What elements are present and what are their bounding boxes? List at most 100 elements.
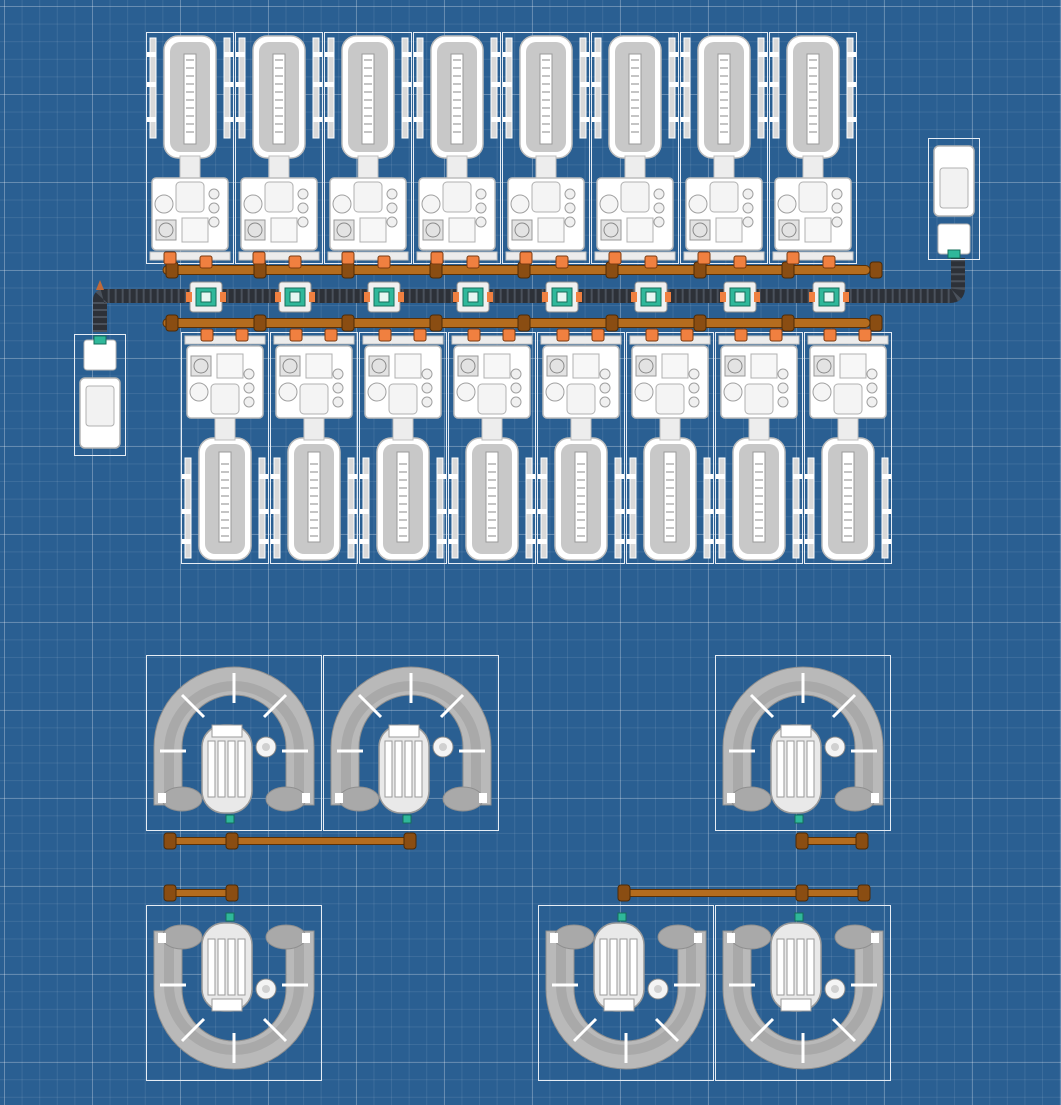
silo-port[interactable] [225,814,235,824]
pipe-connector[interactable] [324,328,338,342]
pipe-connector[interactable] [555,255,569,269]
pipe-connector[interactable] [769,328,783,342]
top-refinery-1[interactable] [146,32,234,264]
pipe-joint[interactable] [225,884,239,902]
pipe-connector[interactable] [235,328,249,342]
conveyor-valve-6[interactable] [631,281,671,313]
pipe-connector[interactable] [734,328,748,342]
conveyor-valve-2[interactable] [275,281,315,313]
bottom-refinery-2[interactable] [270,332,358,564]
pipe-joint[interactable] [165,314,179,332]
pump-outlet[interactable] [947,249,961,259]
pipe-joint[interactable] [225,832,239,850]
pipe-connector[interactable] [823,328,837,342]
bottom-refinery-3[interactable] [359,332,447,564]
pipe-joint[interactable] [605,314,619,332]
upper-copper-manifold[interactable] [162,251,883,279]
pipe-joint[interactable] [795,832,809,850]
pipe-joint[interactable] [869,261,883,279]
pipe-connector[interactable] [502,328,516,342]
pipe-connector[interactable] [608,251,622,265]
silo-1[interactable] [146,655,322,831]
pipe-joint[interactable] [163,832,177,850]
pipe-connector[interactable] [858,328,872,342]
pipe-connector[interactable] [377,255,391,269]
silo-pipe-lower-right[interactable] [617,884,871,902]
top-refinery-6[interactable] [591,32,679,264]
silo-pipe-upper-right[interactable] [795,832,869,850]
pump-outlet[interactable] [93,335,107,345]
silo-5[interactable] [538,905,714,1081]
conveyor-valve-3[interactable] [364,281,404,313]
silo-pipe-lower-left[interactable] [163,884,239,902]
pump-station-right[interactable] [928,138,980,260]
pipe-connector[interactable] [822,255,836,269]
silo-port[interactable] [617,912,627,922]
silo-port[interactable] [402,814,412,824]
pipe-joint[interactable] [429,314,443,332]
pipe-connector[interactable] [288,255,302,269]
pipe-joint[interactable] [869,314,883,332]
pipe-connector[interactable] [341,251,355,265]
pipe-connector[interactable] [378,328,392,342]
pump-station-left[interactable] [74,334,126,456]
top-refinery-5[interactable] [502,32,590,264]
pipe-joint[interactable] [781,314,795,332]
top-refinery-3[interactable] [324,32,412,264]
pipe-connector[interactable] [556,328,570,342]
conveyor-valve-1[interactable] [186,281,226,313]
silo-6[interactable] [715,905,891,1081]
bottom-refinery-6[interactable] [626,332,714,564]
bottom-refinery-8[interactable] [804,332,892,564]
pipe-connector[interactable] [697,251,711,265]
pipe-connector[interactable] [163,251,177,265]
bottom-refinery-1[interactable] [181,332,269,564]
pipe-connector[interactable] [252,251,266,265]
pipe-connector[interactable] [680,328,694,342]
pipe-joint[interactable] [517,314,531,332]
pipe-joint[interactable] [163,884,177,902]
conveyor-valve-5[interactable] [542,281,582,313]
pipe-connector[interactable] [733,255,747,269]
bottom-refinery-4[interactable] [448,332,536,564]
pipe-connector[interactable] [591,328,605,342]
silo-pipe-upper-left[interactable] [163,832,417,850]
bottom-refinery-5[interactable] [537,332,625,564]
pipe-connector[interactable] [644,255,658,269]
lower-copper-manifold[interactable] [162,314,883,342]
silo-3[interactable] [715,655,891,831]
pipe-joint[interactable] [855,832,869,850]
silo-port[interactable] [794,814,804,824]
pipe-connector[interactable] [200,328,214,342]
silo-port[interactable] [794,912,804,922]
conveyor-valve-8[interactable] [809,281,849,313]
pipe-joint[interactable] [617,884,631,902]
pipe-connector[interactable] [786,251,800,265]
pipe-connector[interactable] [645,328,659,342]
pipe-joint[interactable] [341,314,355,332]
pipe-joint[interactable] [403,832,417,850]
pipe-connector[interactable] [413,328,427,342]
pipe-joint[interactable] [693,314,707,332]
dark-conveyor-line[interactable] [93,258,965,332]
pipe-connector[interactable] [466,255,480,269]
pipe-joint[interactable] [857,884,871,902]
pipe-joint[interactable] [253,314,267,332]
conveyor-valve-4[interactable] [453,281,493,313]
conveyor-valve-7[interactable] [720,281,760,313]
top-refinery-2[interactable] [235,32,323,264]
silo-2[interactable] [323,655,499,831]
top-refinery-4[interactable] [413,32,501,264]
pipe-connector[interactable] [289,328,303,342]
pipe-joint[interactable] [795,884,809,902]
pipe-connector[interactable] [430,251,444,265]
top-refinery-7[interactable] [680,32,768,264]
pipe-connector[interactable] [199,255,213,269]
bottom-refinery-7[interactable] [715,332,803,564]
pipe-connector[interactable] [519,251,533,265]
top-refinery-8[interactable] [769,32,857,264]
silo-port[interactable] [225,912,235,922]
pipe-connector[interactable] [467,328,481,342]
silo-4[interactable] [146,905,322,1081]
